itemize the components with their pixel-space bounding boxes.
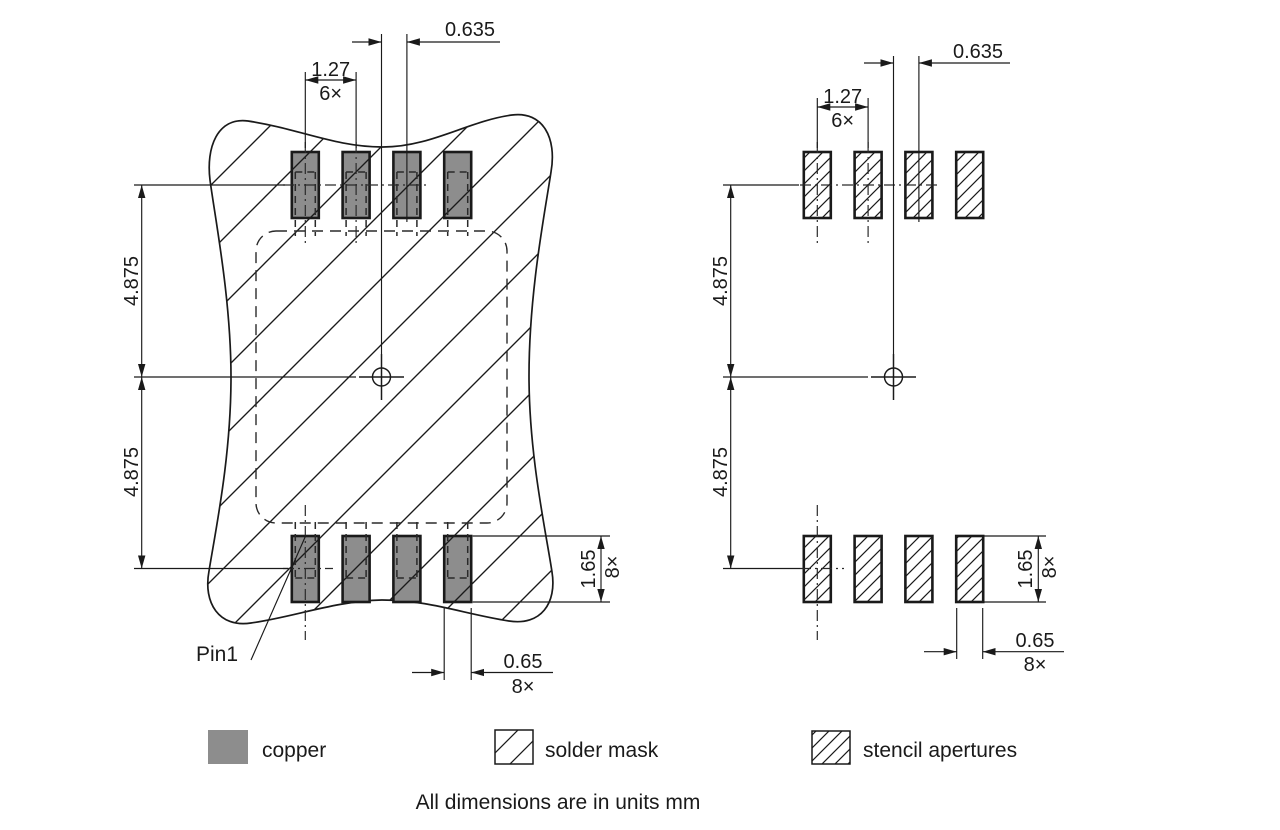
dim-row-spacing-upper: 4.875	[121, 184, 356, 378]
dimension-count-label: 8×	[602, 556, 624, 579]
legend-item-solder-mask: solder mask	[494, 729, 659, 765]
dim-pitch: 1.27 6×	[304, 59, 357, 148]
dimension-count-label: 8×	[1024, 654, 1047, 676]
dimension-label: 4.875	[121, 447, 143, 497]
aperture-hatch	[854, 536, 882, 602]
dim-row-spacing-lower: 4.875	[710, 377, 800, 570]
dim-aperture-length: 1.65 8×	[984, 535, 1061, 603]
center-mark-icon	[359, 354, 404, 400]
center-mark-icon	[871, 354, 916, 400]
dimension-label: 0.635	[445, 19, 495, 41]
dimension-count-label: 8×	[512, 676, 535, 698]
lead-outlines-bottom	[294, 522, 469, 579]
dimension-label: 1.65	[578, 550, 600, 589]
apertures-bottom-row	[802, 534, 985, 604]
legend-label-copper: copper	[262, 739, 326, 762]
dim-pad-length: 1.65 8×	[472, 535, 624, 603]
dim-center-offset: 0.635	[864, 41, 1010, 354]
copper-swatch	[208, 730, 248, 764]
dim-pad-width: 0.65 8×	[412, 608, 553, 698]
dimension-label: 4.875	[710, 447, 732, 497]
dim-center-offset: 0.635	[352, 19, 500, 354]
dimension-count-label: 6×	[831, 110, 854, 132]
dimension-count-label: 6×	[319, 83, 342, 105]
aperture-hatch	[956, 152, 984, 218]
dim-aperture-width: 0.65 8×	[924, 608, 1064, 676]
aperture-hatch	[956, 536, 984, 602]
stencil-apertures-swatch-hatch	[812, 731, 850, 764]
dim-pitch: 1.27 6×	[816, 86, 869, 148]
solder-mask-swatch-hatch	[495, 730, 533, 764]
legend-item-copper: copper	[208, 730, 326, 764]
lead-outlines-top	[294, 171, 469, 236]
legend-label-solder-mask: solder mask	[545, 739, 659, 762]
dimension-label: 0.635	[953, 41, 1003, 63]
stencil-apertures-view: 0.635 1.27 6× 4.875 4.875 1.65 8×	[710, 41, 1064, 676]
pin1-label: Pin1	[196, 643, 238, 666]
dim-row-spacing-lower: 4.875	[121, 377, 288, 570]
legend: copper solder mask stencil apertures	[208, 729, 1017, 765]
aperture-hatch	[905, 536, 933, 602]
dimension-label: 4.875	[121, 256, 143, 306]
solder-mask-hatch	[207, 114, 553, 624]
dimension-count-label: 8×	[1039, 556, 1061, 579]
units-note: All dimensions are in units mm	[416, 791, 701, 814]
aperture-centerlines	[800, 142, 940, 640]
dimension-label: 0.65	[504, 651, 543, 673]
copper-solder-mask-view: 0.635 1.27 6× 4.875 4.875 1.65 8×	[121, 19, 624, 698]
dimension-label: 0.65	[1016, 630, 1055, 652]
legend-item-stencil-apertures: stencil apertures	[811, 730, 1017, 765]
dimension-label: 1.27	[823, 86, 862, 108]
dim-row-spacing-upper: 4.875	[710, 184, 868, 378]
pin1-callout: Pin1	[196, 534, 307, 666]
dimension-label: 1.65	[1015, 550, 1037, 589]
dimension-label: 4.875	[710, 256, 732, 306]
dimension-label: 1.27	[311, 59, 350, 81]
component-body-outline	[255, 230, 508, 524]
legend-label-stencil-apertures: stencil apertures	[863, 739, 1017, 762]
